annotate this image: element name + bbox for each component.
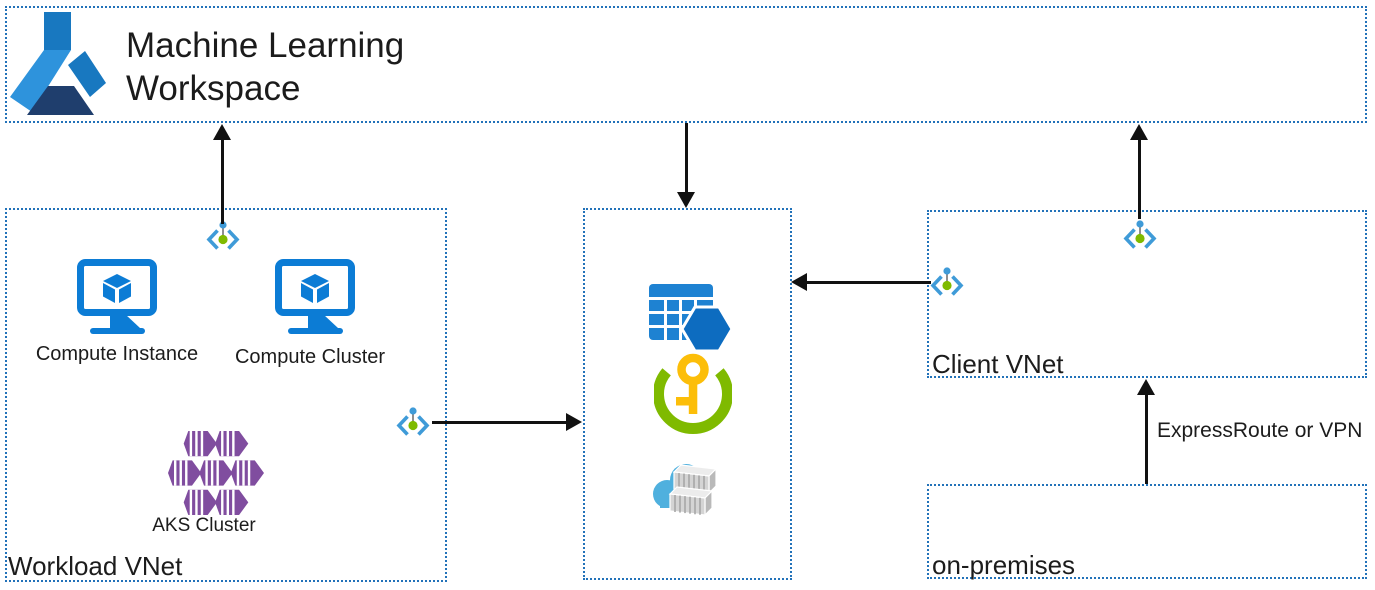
private-endpoint-icon	[397, 405, 429, 437]
arrowhead-left	[791, 273, 807, 291]
private-endpoint-icon	[207, 219, 239, 251]
on-premises-label: on-premises	[932, 550, 1076, 580]
client-vnet-label: Client VNet	[932, 349, 1064, 379]
on-premises-box	[927, 484, 1367, 579]
shared-services-box	[583, 208, 792, 580]
arrowhead-up	[213, 124, 231, 140]
workload-vnet-box	[5, 208, 447, 582]
workload-vnet-label: Workload VNet	[8, 551, 183, 581]
arrow-line	[221, 139, 224, 224]
arrow-line	[685, 123, 688, 193]
compute-cluster-label: Compute Cluster	[234, 346, 386, 368]
aks-cluster-icon	[168, 431, 264, 515]
arrow-line	[806, 281, 931, 284]
arrowhead-right	[566, 413, 582, 431]
private-endpoint-icon	[1124, 218, 1156, 250]
compute-instance-label: Compute Instance	[35, 343, 199, 365]
arrow-line	[1145, 394, 1148, 484]
key-vault-icon	[654, 353, 732, 434]
arrowhead-up	[1137, 379, 1155, 395]
container-registry-icon	[653, 464, 718, 516]
client-vnet-box	[927, 210, 1367, 378]
compute-instance-icon	[77, 259, 157, 335]
compute-cluster-icon	[275, 259, 355, 335]
ml-workspace-box	[5, 6, 1367, 123]
arrow-line	[1138, 139, 1141, 219]
private-endpoint-icon	[931, 265, 963, 297]
aks-cluster-label: AKS Cluster	[152, 515, 256, 536]
azure-machine-learning-logo-icon	[10, 12, 106, 115]
expressroute-vpn-label: ExpressRoute or VPN	[1157, 419, 1363, 442]
ml-workspace-title: Machine Learning Workspace	[126, 26, 405, 109]
arrowhead-down	[677, 192, 695, 208]
arrow-line	[432, 421, 568, 424]
arrowhead-up	[1130, 124, 1148, 140]
storage-table-icon	[649, 284, 733, 353]
